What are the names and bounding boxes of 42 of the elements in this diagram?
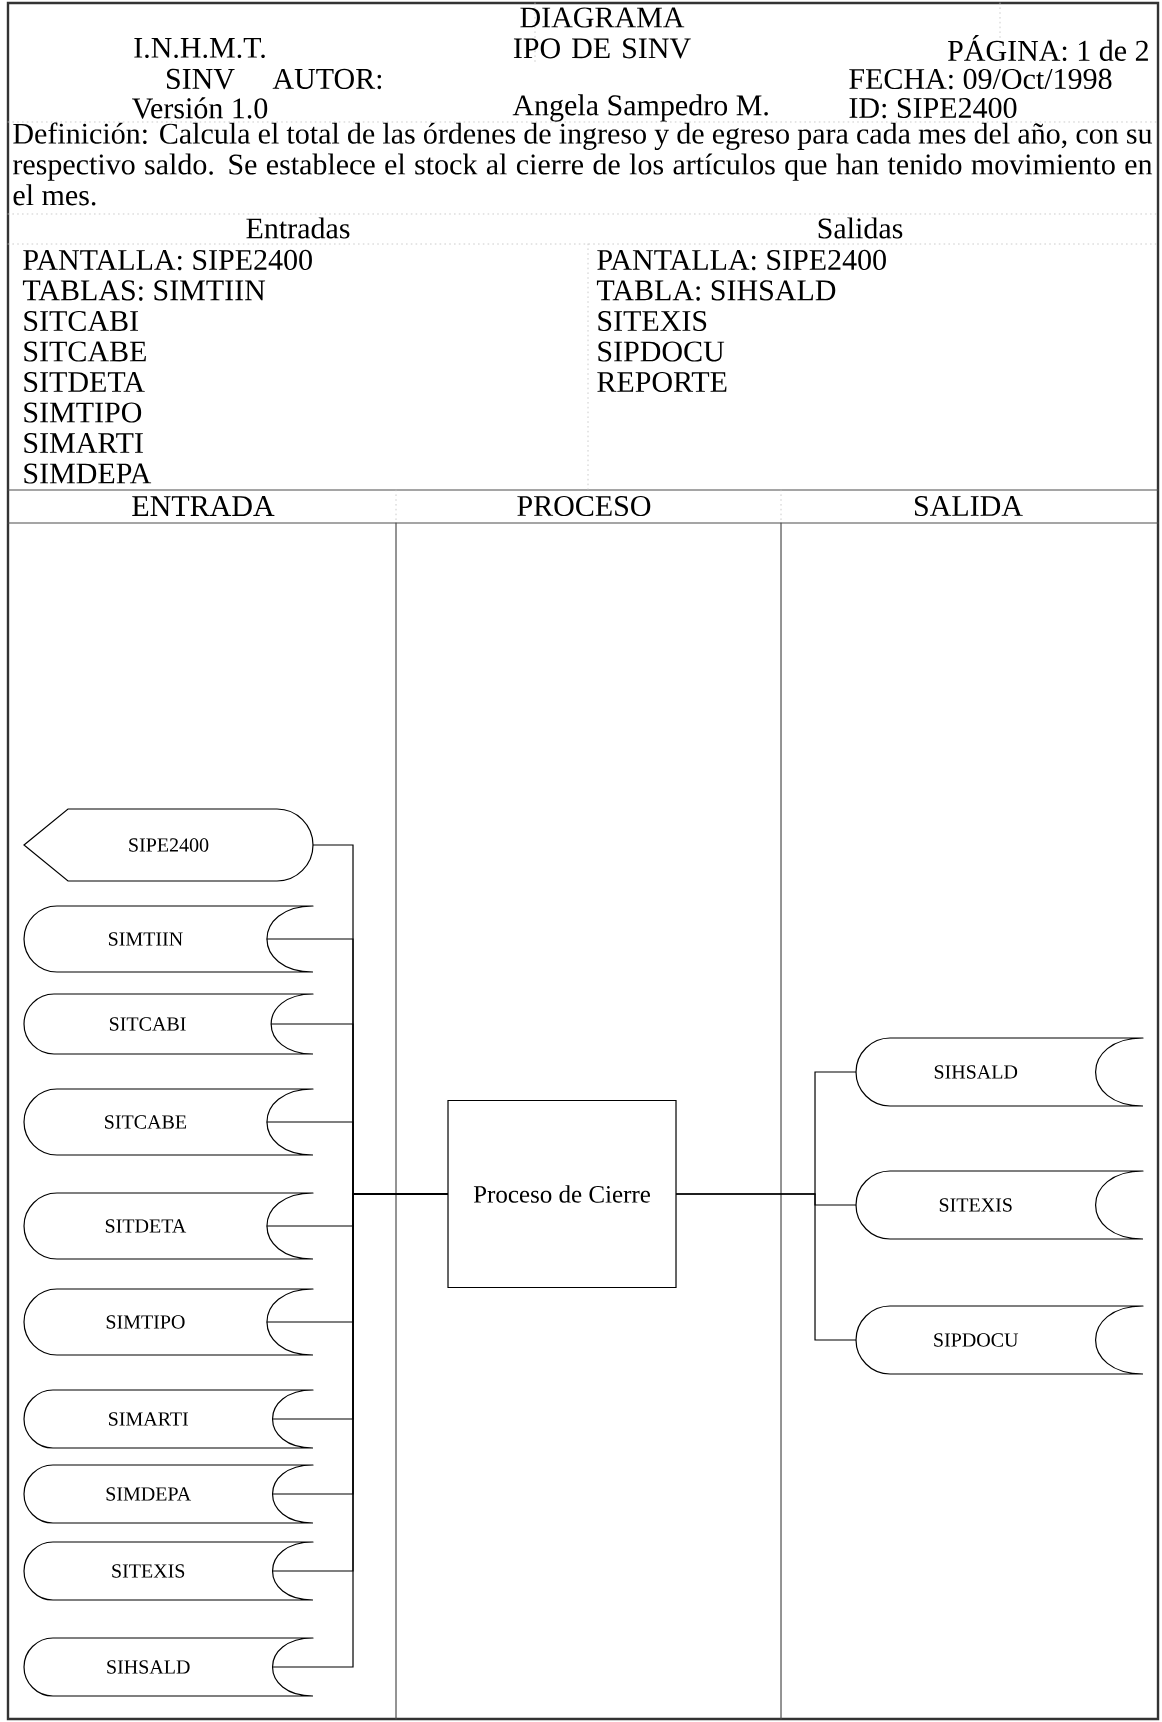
header-text: FECHA: 09/Oct/1998 [849,68,1112,90]
list-item: TABLA: SIHSALD [596,280,836,301]
column-header: ENTRADA [132,496,275,516]
data-store-shape: SIPDOCU [855,1305,1144,1375]
data-store-shape: SIMDEPA [23,1464,314,1524]
header-text: SINV [167,68,235,90]
section-heading: Entradas [246,217,350,239]
header-text: Angela Sampedro M. [512,94,768,122]
list-item: SITDETA [24,371,145,393]
data-store-shape: SITEXIS [855,1170,1144,1240]
process-box: Proceso de Cierre [447,1099,677,1289]
header-text: ID: SIPE2400 [849,97,1017,119]
list-item: SIMDEPA [24,463,152,484]
data-store-shape: SIMARTI [23,1389,314,1449]
list-item: SIMTIPO [24,402,142,423]
definition-text: Definición: Calcula el total de las órdenes de ingreso y de egreso para cada mes del año, con su respectivo saldo. Se establece el stock al cierre de los artículos que han tenido movimiento en el mes. [13,122,1153,206]
data-store-shape: SITEXIS [23,1541,314,1601]
header-text: I.N.H.M.T. [134,37,265,59]
data-store-shape: SIMTIPO [23,1288,314,1356]
title: DIAGRAMA IPO DE SINV [513,7,691,59]
list-item: SIPDOCU [598,341,725,362]
data-store-shape: SIMTIIN [23,905,314,973]
column-header: SALIDA [915,495,1023,517]
header-text: Versión 1.0 [132,97,268,119]
section-heading: Salidas [818,217,903,239]
list-item: SITCABI [24,310,138,332]
connector-line [676,1193,857,1341]
header-text: AUTOR: [272,68,382,90]
list-item: SIMARTI [24,432,143,454]
data-store-shape: SITDETA [23,1192,314,1260]
list-item: PANTALLA: SIPE2400 [23,249,312,271]
list-item: REPORTE [597,371,727,393]
data-store-shape: SIHSALD [23,1637,314,1697]
list-item: SITEXIS [598,310,707,332]
header-text: PÁGINA: 1 de 2 [948,34,1148,62]
list-item: SITCABE [24,341,146,362]
data-store-shape: SITCABI [23,993,314,1055]
list-item: TABLAS: SIMTIIN [22,280,266,301]
data-store-shape: SITCABE [23,1088,314,1156]
column-header: PROCESO [517,495,651,517]
data-store-shape: SIHSALD [855,1037,1144,1107]
list-item: PANTALLA: SIPE2400 [597,249,886,271]
